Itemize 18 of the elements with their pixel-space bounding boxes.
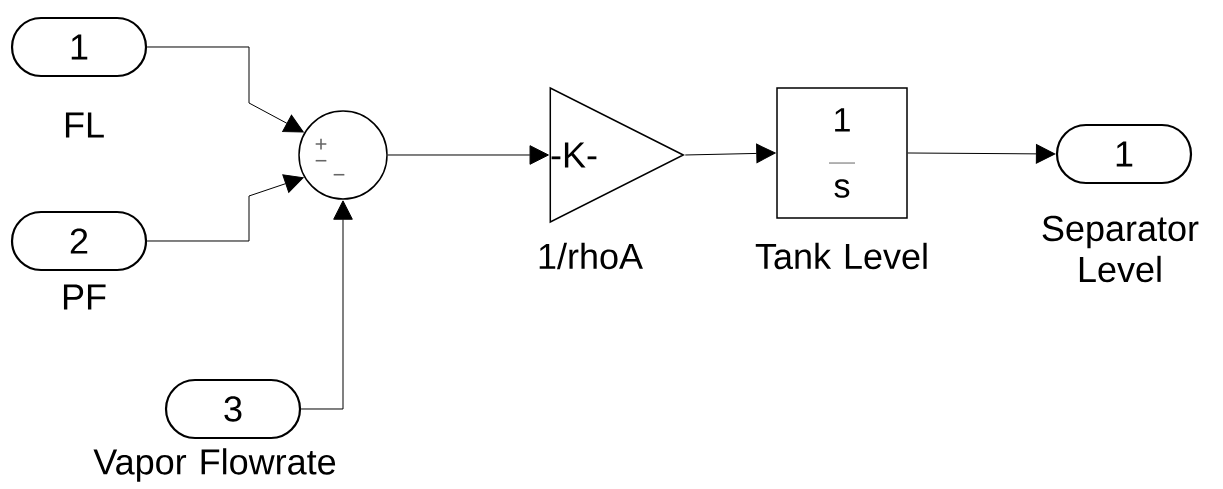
block-label: Tank Level	[755, 242, 927, 270]
port-block: 1	[10, 16, 148, 78]
arrow	[387, 145, 549, 165]
block-label: PF	[63, 284, 106, 310]
port-block: 2	[10, 210, 148, 272]
arrow	[146, 174, 304, 242]
port-block: 3	[164, 378, 302, 440]
port-block: 1	[1055, 123, 1193, 185]
block-label: Vapor Flowrate	[93, 448, 336, 482]
integrator-block: 1 s	[776, 87, 908, 219]
sum-block: + − −	[298, 110, 388, 200]
arrow	[907, 144, 1056, 164]
block-label: Separator Level	[1042, 215, 1199, 283]
arrow	[684, 143, 776, 164]
arrow	[146, 46, 304, 133]
block-label: FL	[65, 112, 104, 138]
block-label: 1/rhoA	[539, 242, 643, 270]
arrow	[300, 200, 353, 410]
